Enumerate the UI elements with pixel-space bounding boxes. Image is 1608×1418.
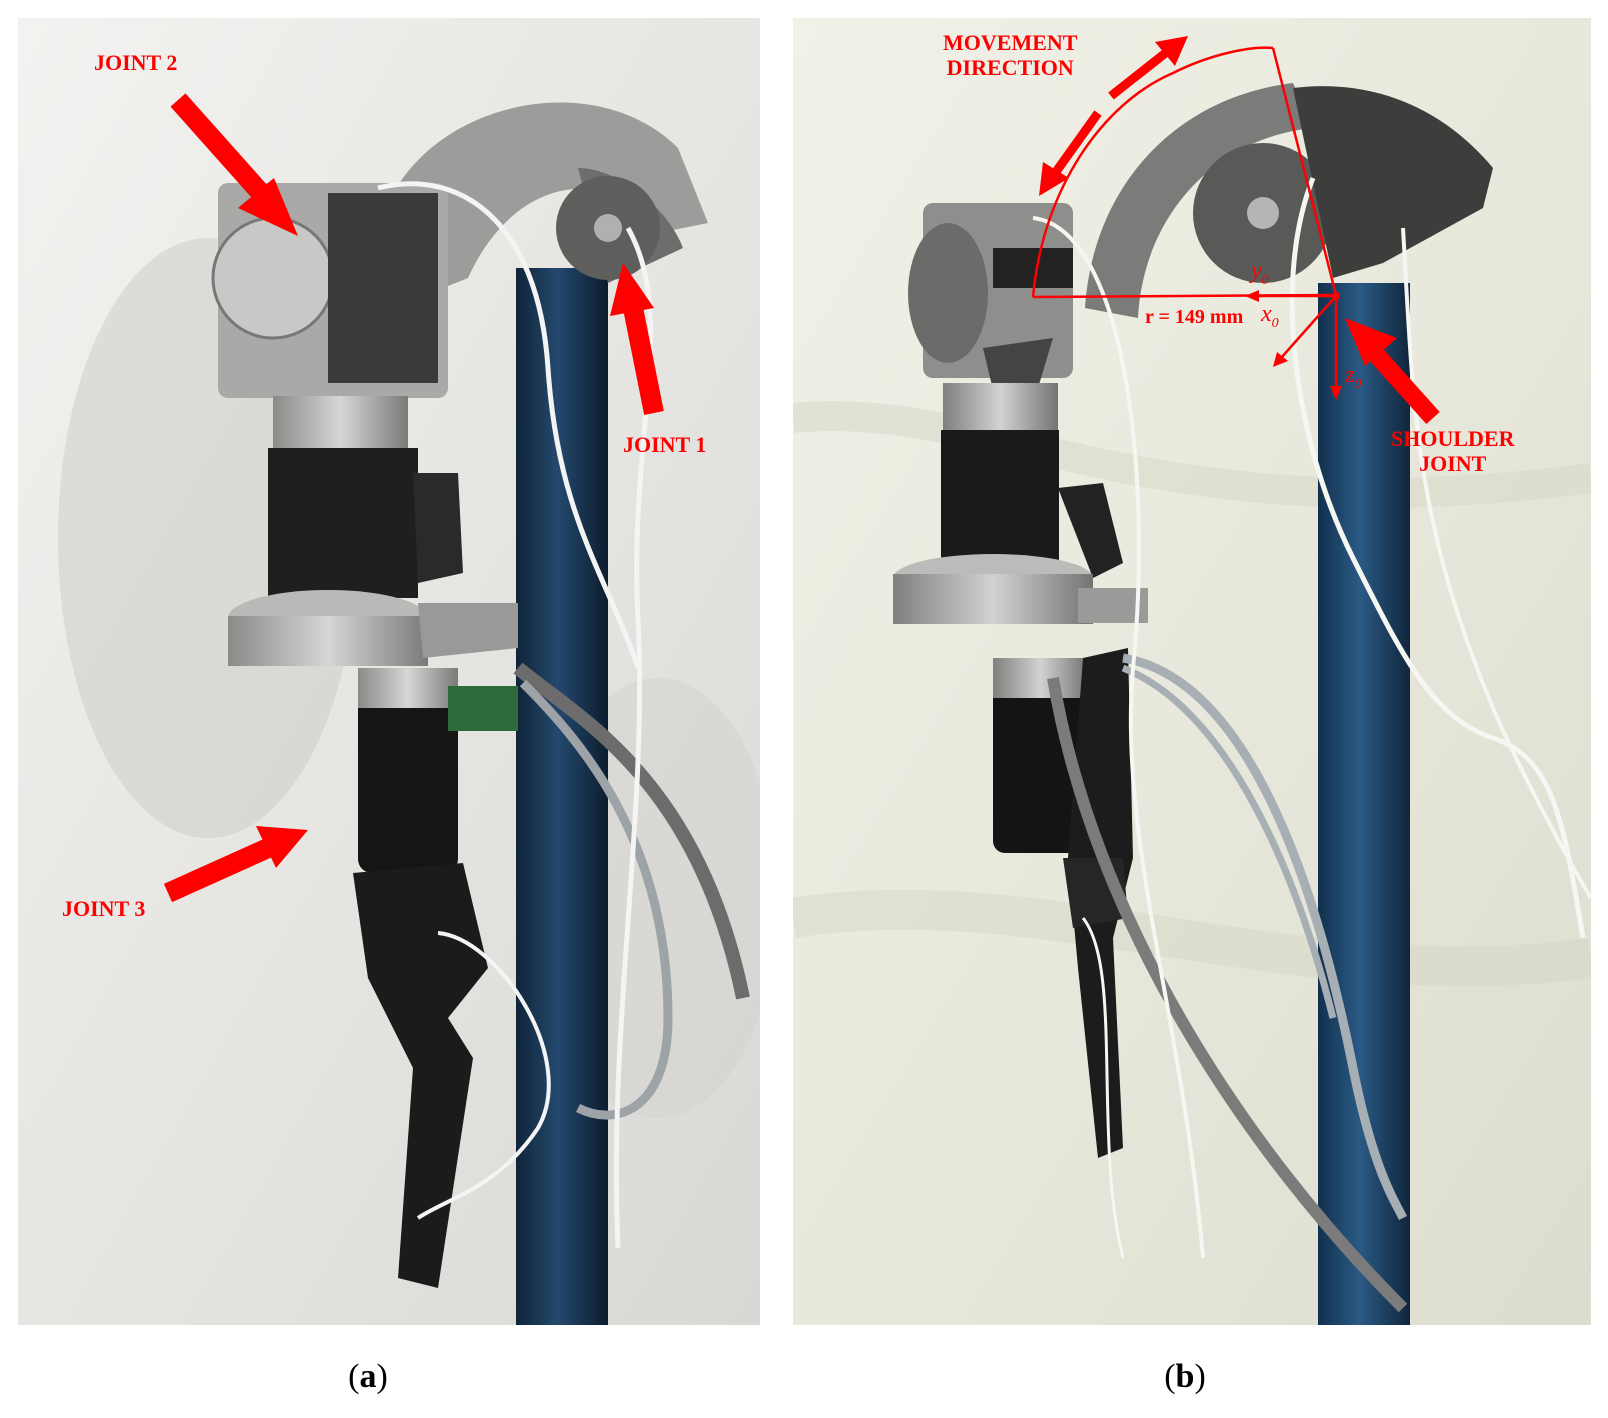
y0-axis-label: y0 <box>1251 258 1269 288</box>
robot-arm-photo-b <box>793 18 1591 1325</box>
joint-2-arrow <box>170 93 298 236</box>
caption-b: (b) <box>1164 1358 1206 1395</box>
robot-arm-photo-a <box>18 18 760 1325</box>
shoulder-joint-label: SHOULDER JOINT <box>1391 426 1515 477</box>
photo-panel-b: MOVEMENT DIRECTION SHOULDER JOINT r = 14… <box>793 18 1591 1325</box>
joint-1-label: JOINT 1 <box>623 432 707 457</box>
x0-axis-label: x0 <box>1261 301 1279 331</box>
coordinate-axes <box>1245 290 1342 400</box>
radius-label: r = 149 mm <box>1145 306 1244 328</box>
joint-2-label: JOINT 2 <box>94 50 178 75</box>
joint-1-arrow <box>610 263 664 415</box>
caption-a: (a) <box>348 1358 388 1395</box>
photo-panel-a: JOINT 2 JOINT 1 JOINT 3 <box>18 18 760 1325</box>
movement-direction-label: MOVEMENT DIRECTION <box>943 30 1078 81</box>
movement-direction-arrows <box>1039 36 1188 196</box>
z0-axis-label: z0 <box>1345 362 1362 392</box>
joint-3-label: JOINT 3 <box>62 896 146 921</box>
joint-3-arrow <box>163 826 308 903</box>
shoulder-joint-arrow <box>1345 318 1440 425</box>
